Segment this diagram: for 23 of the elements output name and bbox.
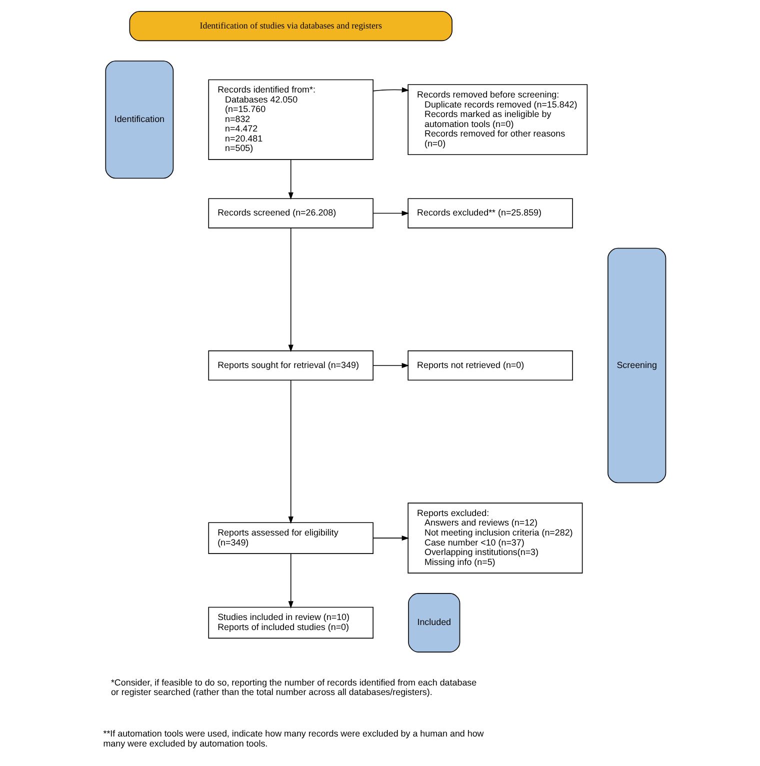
arrow — [372, 87, 410, 92]
node-box: Studies included in review (n=10) Reports of included studies (n=0) — [208, 606, 374, 639]
label: *Consider, if feasible to do so, reporting the number of records identified from each database or register searched (rather than the total number across all databases/registers). — [110, 677, 477, 698]
node-box: Reports not retrieved (n=0) — [408, 350, 573, 381]
node-box: Records excluded** (n=25.859) — [408, 198, 573, 228]
node-box: Screening — [608, 248, 666, 484]
arrow — [288, 228, 294, 352]
node-box: Identification of studies via databases and registers — [129, 10, 452, 42]
node-box: Records removed before screening: Duplicate records removed (n=15.842) Records marked as ineligible by automation tools (n=0) Records removed for other reasons (n=0) — [408, 84, 588, 156]
arrow — [288, 159, 294, 200]
arrow — [373, 210, 410, 216]
arrow — [288, 380, 294, 524]
node-box: Records identified from*: Databases 42.050 (n=15.760 n=832 n=4.472 n=20.481 n=505) — [208, 79, 374, 160]
node-box: Reports assessed for eligibility (n=349) — [208, 522, 374, 554]
node-box: Identification — [105, 60, 174, 179]
node-box: Reports excluded: Answers and reviews (n=12) Not meeting inclusion criteria (n=282) Case number <10 (n=37) Overlapping institutions(n=3) Missing info (n=5) — [408, 502, 583, 574]
node-box: Reports sought for retrieval (n=349) — [208, 350, 374, 381]
arrow — [288, 553, 294, 608]
label: **If automation tools were used, indicate how many records were excluded by a human and how many were excluded by automation tools. — [103, 728, 484, 748]
node-box: Records screened (n=26.208) — [208, 198, 374, 228]
node-box: Included — [408, 593, 460, 652]
arrow — [373, 536, 410, 541]
arrow — [373, 362, 410, 368]
